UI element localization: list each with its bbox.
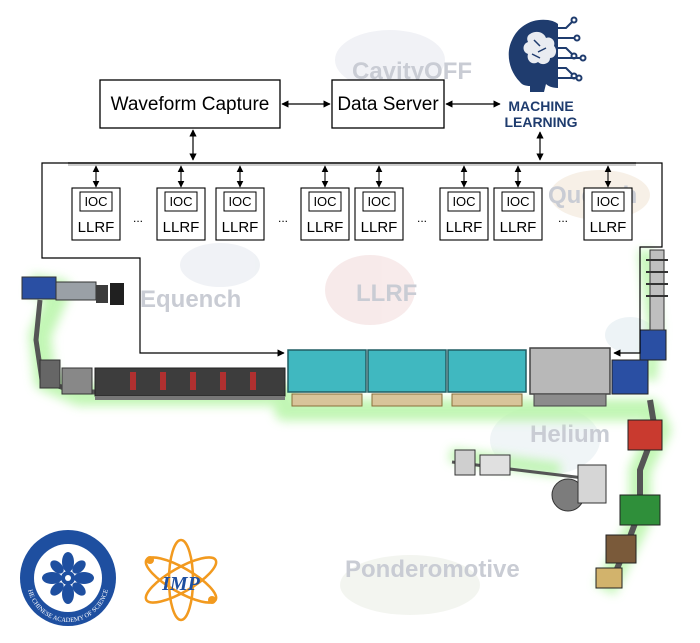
ioc-label: IOC [452, 194, 475, 209]
imp-logo-text: IMP [161, 573, 201, 595]
hebt-section [595, 329, 667, 589]
ioc-label: IOC [84, 194, 107, 209]
vertical-column [646, 249, 668, 331]
cas-flower-icon [42, 552, 94, 604]
cryomodule-2 [367, 349, 447, 407]
ioc-module-2: IOC LLRF [156, 165, 206, 241]
side-branch [451, 449, 607, 512]
ioc-module-4: IOC LLRF [300, 165, 350, 241]
right-feedback-line [613, 162, 663, 357]
left-feedback-line [41, 162, 285, 357]
machine-learning-logo: MACHINE LEARNING [504, 16, 587, 130]
cryomodule-1 [287, 349, 367, 407]
llrf-label: LLRF [78, 219, 115, 236]
bg-word-helium: Helium [530, 421, 610, 448]
ioc-label: IOC [367, 194, 390, 209]
ioc-module-8: IOC LLRF [583, 165, 633, 241]
ioc-module-6: IOC LLRF [439, 165, 489, 241]
ioc-module-3: IOC LLRF [215, 165, 265, 241]
ellipsis-1: ... [133, 211, 143, 225]
brain-head-icon [508, 16, 587, 92]
llrf-label: LLRF [361, 219, 398, 236]
ioc-label: IOC [228, 194, 251, 209]
llrf-label: LLRF [307, 219, 344, 236]
waveform-capture-box [99, 79, 281, 129]
ml-logo-line1: MACHINE [508, 98, 573, 114]
ioc-label: IOC [313, 194, 336, 209]
ellipsis-3: ... [417, 211, 427, 225]
ioc-module-5: IOC LLRF [354, 165, 404, 241]
cryomodule-3 [447, 349, 527, 407]
rfq-section [39, 359, 93, 395]
ml-logo-line2: LEARNING [504, 114, 577, 130]
ioc-label: IOC [169, 194, 192, 209]
data-server-box [331, 79, 445, 129]
ioc-module-7: IOC LLRF [493, 165, 543, 241]
waveform-capture-label: Waveform Capture [111, 94, 270, 115]
bg-word-llrf: LLRF [356, 280, 417, 307]
bg-word-equench: Equench [140, 286, 241, 313]
ellipsis-2: ... [278, 211, 288, 225]
ioc-label: IOC [506, 194, 529, 209]
ioc-label: IOC [596, 194, 619, 209]
bg-word-ponderomotive: Ponderomotive [345, 556, 520, 583]
llrf-label: LLRF [163, 219, 200, 236]
llrf-label: LLRF [590, 219, 627, 236]
accelerator-beamline [21, 249, 671, 595]
data-server-label: Data Server [337, 94, 439, 115]
llrf-label: LLRF [446, 219, 483, 236]
cryomodule-4 [529, 347, 611, 407]
ellipsis-4: ... [558, 211, 568, 225]
ioc-module-1: IOC LLRF [71, 165, 121, 241]
llrf-label: LLRF [500, 219, 537, 236]
warm-section [94, 367, 286, 400]
ion-source [21, 276, 124, 305]
control-system: Waveform Capture Data Server IOC LLRF ..… [41, 79, 663, 357]
imp-logo: IMP [144, 538, 218, 622]
llrf-label: LLRF [222, 219, 259, 236]
